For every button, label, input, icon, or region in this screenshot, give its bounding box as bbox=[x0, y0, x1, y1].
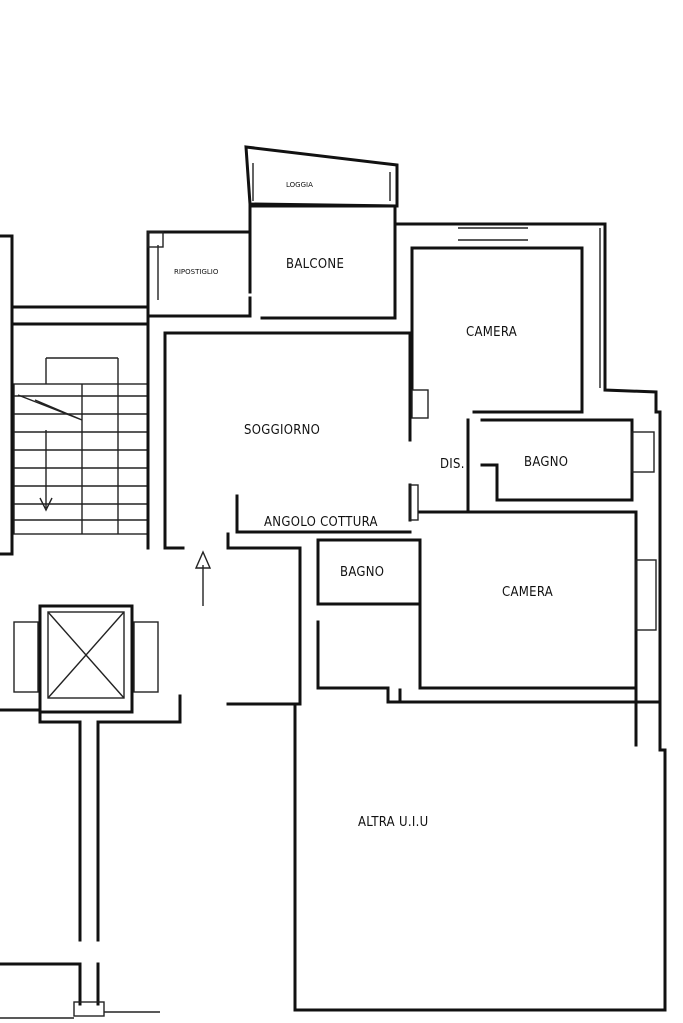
elevator bbox=[0, 604, 182, 724]
altra-uiu-walls bbox=[293, 410, 667, 1012]
balcone-label: BALCONE bbox=[286, 257, 344, 272]
bagno-right-label: BAGNO bbox=[524, 455, 568, 470]
lower-corridor bbox=[0, 720, 160, 1019]
corridor-walls bbox=[226, 620, 662, 706]
camera-top-walls bbox=[395, 222, 658, 419]
angolo-cottura-label: ANGOLO COTTURA bbox=[264, 515, 378, 530]
soggiorno-walls bbox=[163, 331, 419, 550]
altra-uiu-label: ALTRA U.I.U bbox=[358, 815, 428, 830]
loggia-label: LOGGIA bbox=[286, 181, 313, 189]
camera-bottom-walls bbox=[418, 510, 657, 747]
ripostiglio-label: RIPOSTIGLIO bbox=[174, 268, 219, 276]
stairwell bbox=[0, 234, 150, 556]
camera-bottom-label: CAMERA bbox=[502, 585, 553, 600]
angolo-cottura-walls bbox=[226, 494, 412, 705]
dis-label: DIS. bbox=[440, 457, 465, 472]
bagno-center-label: BAGNO bbox=[340, 565, 384, 580]
entrance-arrow-icon bbox=[194, 550, 212, 606]
camera-top-label: CAMERA bbox=[466, 325, 517, 340]
soggiorno-label: SOGGIORNO bbox=[244, 423, 320, 438]
loggia-walls bbox=[244, 145, 399, 208]
balcone-walls bbox=[248, 204, 397, 320]
